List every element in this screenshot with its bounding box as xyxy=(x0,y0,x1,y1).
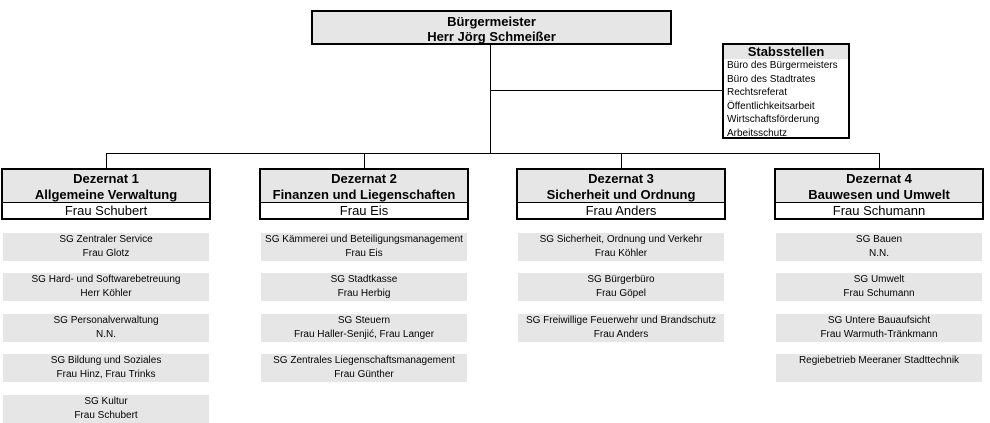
staff-item: Arbeitsschutz xyxy=(727,127,788,139)
connector-dez2 xyxy=(364,153,365,168)
unit-box: SG Freiwillige Feuerwehr und Brandschutz… xyxy=(518,314,724,342)
department-2-header: Dezernat 2 Finanzen und Liegenschaften xyxy=(261,170,467,202)
unit-name: SG Freiwillige Feuerwehr und Brandschutz xyxy=(525,315,717,326)
unit-name: SG Kämmerei und Beteiligungsmanagement xyxy=(265,234,463,245)
unit-person: Frau Günther xyxy=(334,369,394,380)
department-1-box: Dezernat 1 Allgemeine Verwaltung Frau Sc… xyxy=(1,168,211,220)
unit-person: Frau Anders xyxy=(593,329,649,340)
staff-box: Stabsstellen Büro des Bürgermeisters Bür… xyxy=(722,43,850,139)
unit-box: SG Kämmerei und Beteiligungsmanagement F… xyxy=(261,233,467,261)
staff-item: Öffentlichkeitsarbeit xyxy=(727,100,815,112)
department-4-subtitle: Bauwesen und Umwelt xyxy=(808,187,950,202)
unit-box: SG Bauen N.N. xyxy=(776,233,982,261)
connector-mayor-down xyxy=(490,45,491,154)
staff-item: Rechtsreferat xyxy=(727,87,788,98)
unit-box: SG Umwelt Frau Schumann xyxy=(776,273,982,301)
unit-name: SG Zentraler Service xyxy=(59,234,153,245)
department-3-subtitle: Sicherheit und Ordnung xyxy=(546,187,696,202)
unit-name: SG Kultur xyxy=(84,396,128,407)
department-2-subtitle: Finanzen und Liegenschaften xyxy=(272,187,456,202)
unit-box: SG Personalverwaltung N.N. xyxy=(3,314,209,342)
department-4-title: Dezernat 4 xyxy=(846,171,912,186)
staff-item: Büro des Stadtrates xyxy=(727,73,816,85)
unit-person: Frau Warmuth-Tränkmann xyxy=(820,329,938,340)
unit-name: SG Bauen xyxy=(855,234,903,245)
unit-person: Frau Schubert xyxy=(74,410,138,421)
department-4-box: Dezernat 4 Bauwesen und Umwelt Frau Schu… xyxy=(774,168,984,220)
mayor-name: Herr Jörg Schmeißer xyxy=(427,29,556,44)
mayor-box: Bürgermeister Herr Jörg Schmeißer xyxy=(311,10,672,45)
unit-box: SG Hard- und Softwarebetreuung Herr Köhl… xyxy=(3,273,209,301)
unit-person: N.N. xyxy=(96,329,116,340)
unit-name: SG Hard- und Softwarebetreuung xyxy=(31,274,181,285)
unit-box: SG Kultur Frau Schubert xyxy=(3,395,209,423)
connector-dez1 xyxy=(106,153,107,168)
connector-dez3 xyxy=(621,153,622,168)
unit-name: SG Sicherheit, Ordnung und Verkehr xyxy=(539,234,703,245)
unit-box: SG Stadtkasse Frau Herbig xyxy=(261,273,467,301)
mayor-title: Bürgermeister xyxy=(447,14,536,29)
department-1-title: Dezernat 1 xyxy=(73,171,139,186)
connector-staff xyxy=(490,90,722,91)
unit-person: N.N. xyxy=(869,248,889,259)
staff-title: Stabsstellen xyxy=(724,45,848,59)
department-2-title: Dezernat 2 xyxy=(331,171,397,186)
department-4-header: Dezernat 4 Bauwesen und Umwelt xyxy=(776,170,982,202)
unit-box: SG Steuern Frau Haller-Senjić, Frau Lang… xyxy=(261,314,467,342)
unit-name: SG Umwelt xyxy=(853,274,905,285)
unit-name: Regiebetrieb Meeraner Stadttechnik xyxy=(798,355,960,366)
department-3-header: Dezernat 3 Sicherheit und Ordnung xyxy=(518,170,724,202)
department-1-subtitle: Allgemeine Verwaltung xyxy=(34,187,178,202)
department-2-box: Dezernat 2 Finanzen und Liegenschaften F… xyxy=(259,168,469,220)
department-1-head: Frau Schubert xyxy=(3,202,209,219)
unit-name: SG Untere Bauaufsicht xyxy=(827,315,931,326)
unit-box: SG Sicherheit, Ordnung und Verkehr Frau … xyxy=(518,233,724,261)
unit-box: SG Bildung und Soziales Frau Hinz, Frau … xyxy=(3,354,209,382)
department-4-head: Frau Schumann xyxy=(776,202,982,219)
connector-horizontal xyxy=(106,153,880,154)
unit-person: Frau Haller-Senjić, Frau Langer xyxy=(293,329,435,340)
unit-name: SG Stadtkasse xyxy=(330,274,398,285)
staff-item: Wirtschaftsförderung xyxy=(727,114,820,125)
unit-person: Frau Köhler xyxy=(594,248,648,259)
unit-person: Frau Glotz xyxy=(82,248,130,259)
unit-person: Frau Schumann xyxy=(843,288,915,299)
unit-box: SG Untere Bauaufsicht Frau Warmuth-Tränk… xyxy=(776,314,982,342)
unit-name: SG Personalverwaltung xyxy=(53,315,159,326)
unit-name: SG Zentrales Liegenschaftsmanagement xyxy=(273,355,455,366)
connector-dez4 xyxy=(879,153,880,168)
department-2-head: Frau Eis xyxy=(261,202,467,219)
department-1-header: Dezernat 1 Allgemeine Verwaltung xyxy=(3,170,209,202)
unit-person: Herr Köhler xyxy=(80,288,132,299)
unit-person: Frau Hinz, Frau Trinks xyxy=(56,369,156,380)
unit-name: SG Bürgerbüro xyxy=(587,274,655,285)
unit-name: SG Steuern xyxy=(337,315,391,326)
unit-box: SG Zentrales Liegenschaftsmanagement Fra… xyxy=(261,354,467,382)
department-3-box: Dezernat 3 Sicherheit und Ordnung Frau A… xyxy=(516,168,726,220)
unit-person: Frau Göpel xyxy=(595,288,647,299)
unit-box: SG Bürgerbüro Frau Göpel xyxy=(518,273,724,301)
unit-name: SG Bildung und Soziales xyxy=(50,355,162,366)
unit-box: SG Zentraler Service Frau Glotz xyxy=(3,233,209,261)
unit-person: Frau Eis xyxy=(345,248,383,259)
staff-item: Büro des Bürgermeisters xyxy=(727,60,838,71)
department-3-head: Frau Anders xyxy=(518,202,724,219)
unit-person: Frau Herbig xyxy=(337,288,391,299)
department-3-title: Dezernat 3 xyxy=(588,171,654,186)
unit-box: Regiebetrieb Meeraner Stadttechnik xyxy=(776,354,982,382)
